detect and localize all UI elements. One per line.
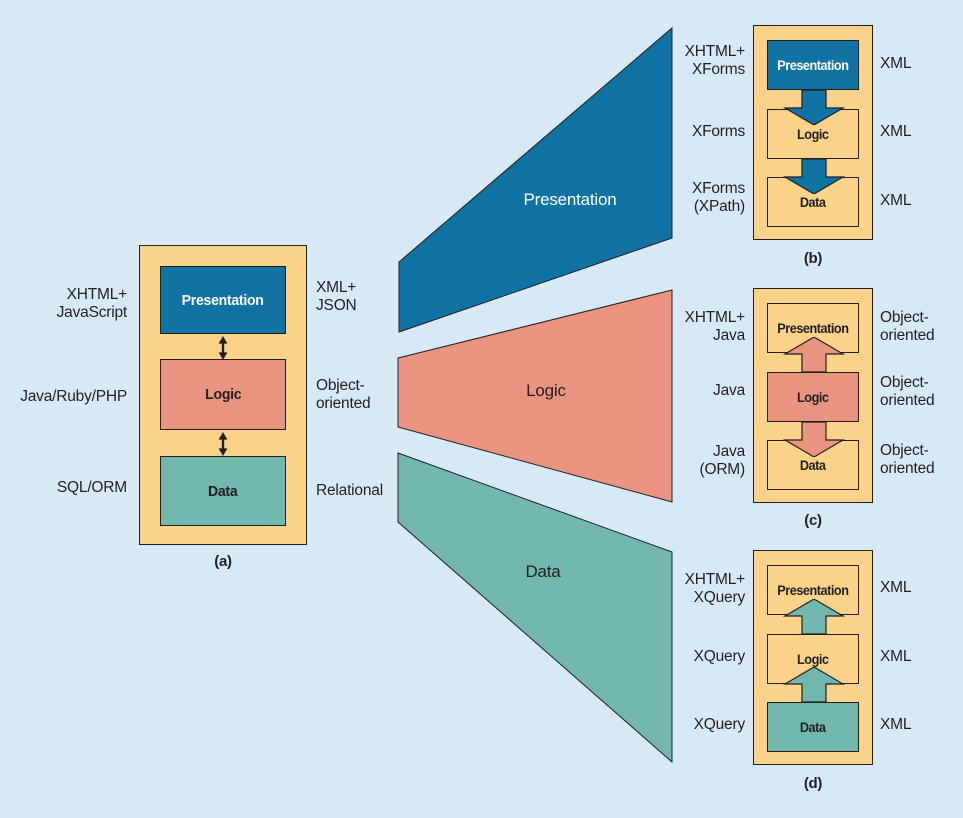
down-arrow-icon — [783, 90, 845, 125]
panel-d-right-label-data: XML — [880, 716, 912, 733]
data-wedge-label: Data — [525, 562, 561, 581]
panel-a-left-label-data: SQL/ORM — [56, 479, 127, 496]
panel-c-logic-box: Logic — [767, 372, 859, 422]
panel-b-left-label-presentation: XHTML+ XForms — [684, 43, 746, 78]
presentation-wedge-label: Presentation — [523, 190, 617, 209]
up-arrow-icon — [783, 337, 845, 372]
panel-d-left-label-presentation: XHTML+ XQuery — [684, 571, 746, 606]
panel-c-presentation-label: Presentation — [777, 320, 849, 336]
panel-a-right-label-data: Relational — [316, 482, 383, 499]
panel-a-right-label-logic: Object- oriented — [316, 377, 371, 412]
panel-b-right-label-presentation: XML — [880, 55, 912, 72]
panel-d-data-label: Data — [800, 719, 826, 735]
panel-d-caption: (d) — [803, 775, 823, 792]
panel-a-logic-label: Logic — [204, 386, 242, 403]
panel-d-presentation-label: Presentation — [777, 582, 849, 598]
panel-d-left-label-logic: XQuery — [693, 648, 746, 665]
logic-wedge — [397, 289, 673, 503]
panel-a-caption: (a) — [214, 553, 232, 570]
panel-a-left-label-presentation: XHTML+ JavaScript — [56, 286, 128, 321]
data-wedge — [397, 452, 673, 764]
panel-c-logic-label: Logic — [797, 389, 829, 405]
double-arrow-icon — [218, 432, 228, 456]
panel-b-right-label-logic: XML — [880, 123, 912, 140]
double-arrow-icon — [218, 336, 228, 360]
panel-d: Presentation Logic Data — [753, 550, 873, 765]
logic-wedge-label: Logic — [526, 381, 566, 400]
panel-c-caption: (c) — [804, 512, 822, 529]
panel-c-right-label-logic: Object- oriented — [880, 374, 935, 409]
panel-b: Presentation Logic Data — [753, 25, 873, 240]
panel-c-right-label-presentation: Object- oriented — [880, 309, 935, 344]
panel-c: Presentation Logic Data — [753, 288, 873, 503]
panel-b-logic-label: Logic — [797, 126, 829, 142]
up-arrow-icon — [783, 667, 845, 702]
panel-a-data-box: Data — [160, 456, 286, 526]
panel-a-right-label-presentation: XML+ JSON — [316, 279, 357, 314]
panel-a: Presentation Logic Data — [139, 245, 307, 545]
panel-b-left-label-data: XForms (XPath) — [691, 180, 745, 215]
up-arrow-icon — [783, 599, 845, 634]
panel-b-presentation-box: Presentation — [767, 40, 859, 90]
presentation-wedge — [398, 26, 673, 333]
down-arrow-icon — [783, 422, 845, 457]
panel-c-left-label-presentation: XHTML+ Java — [684, 309, 746, 344]
panel-a-logic-box: Logic — [160, 359, 286, 430]
panel-c-left-label-data: Java (ORM) — [699, 443, 746, 478]
panel-c-data-label: Data — [800, 457, 826, 473]
panel-b-right-label-data: XML — [880, 192, 912, 209]
panel-b-caption: (b) — [803, 250, 823, 267]
panel-c-right-label-data: Object- oriented — [880, 442, 935, 477]
panel-a-presentation-box: Presentation — [160, 266, 286, 334]
down-arrow-icon — [783, 159, 845, 194]
panel-d-logic-label: Logic — [797, 651, 829, 667]
panel-d-left-label-data: XQuery — [693, 716, 746, 733]
panel-b-presentation-label: Presentation — [777, 57, 849, 73]
panel-c-left-label-logic: Java — [713, 382, 745, 399]
panel-a-left-label-logic: Java/Ruby/PHP — [20, 388, 127, 405]
panel-d-right-label-logic: XML — [880, 648, 912, 665]
wedges-graphic — [397, 26, 673, 764]
panel-a-data-label: Data — [208, 482, 238, 500]
panel-d-right-label-presentation: XML — [880, 579, 912, 596]
panel-a-presentation-label: Presentation — [181, 291, 265, 309]
panel-d-data-box: Data — [767, 702, 859, 752]
panel-b-data-label: Data — [800, 194, 826, 210]
panel-b-left-label-logic: XForms — [691, 123, 745, 140]
